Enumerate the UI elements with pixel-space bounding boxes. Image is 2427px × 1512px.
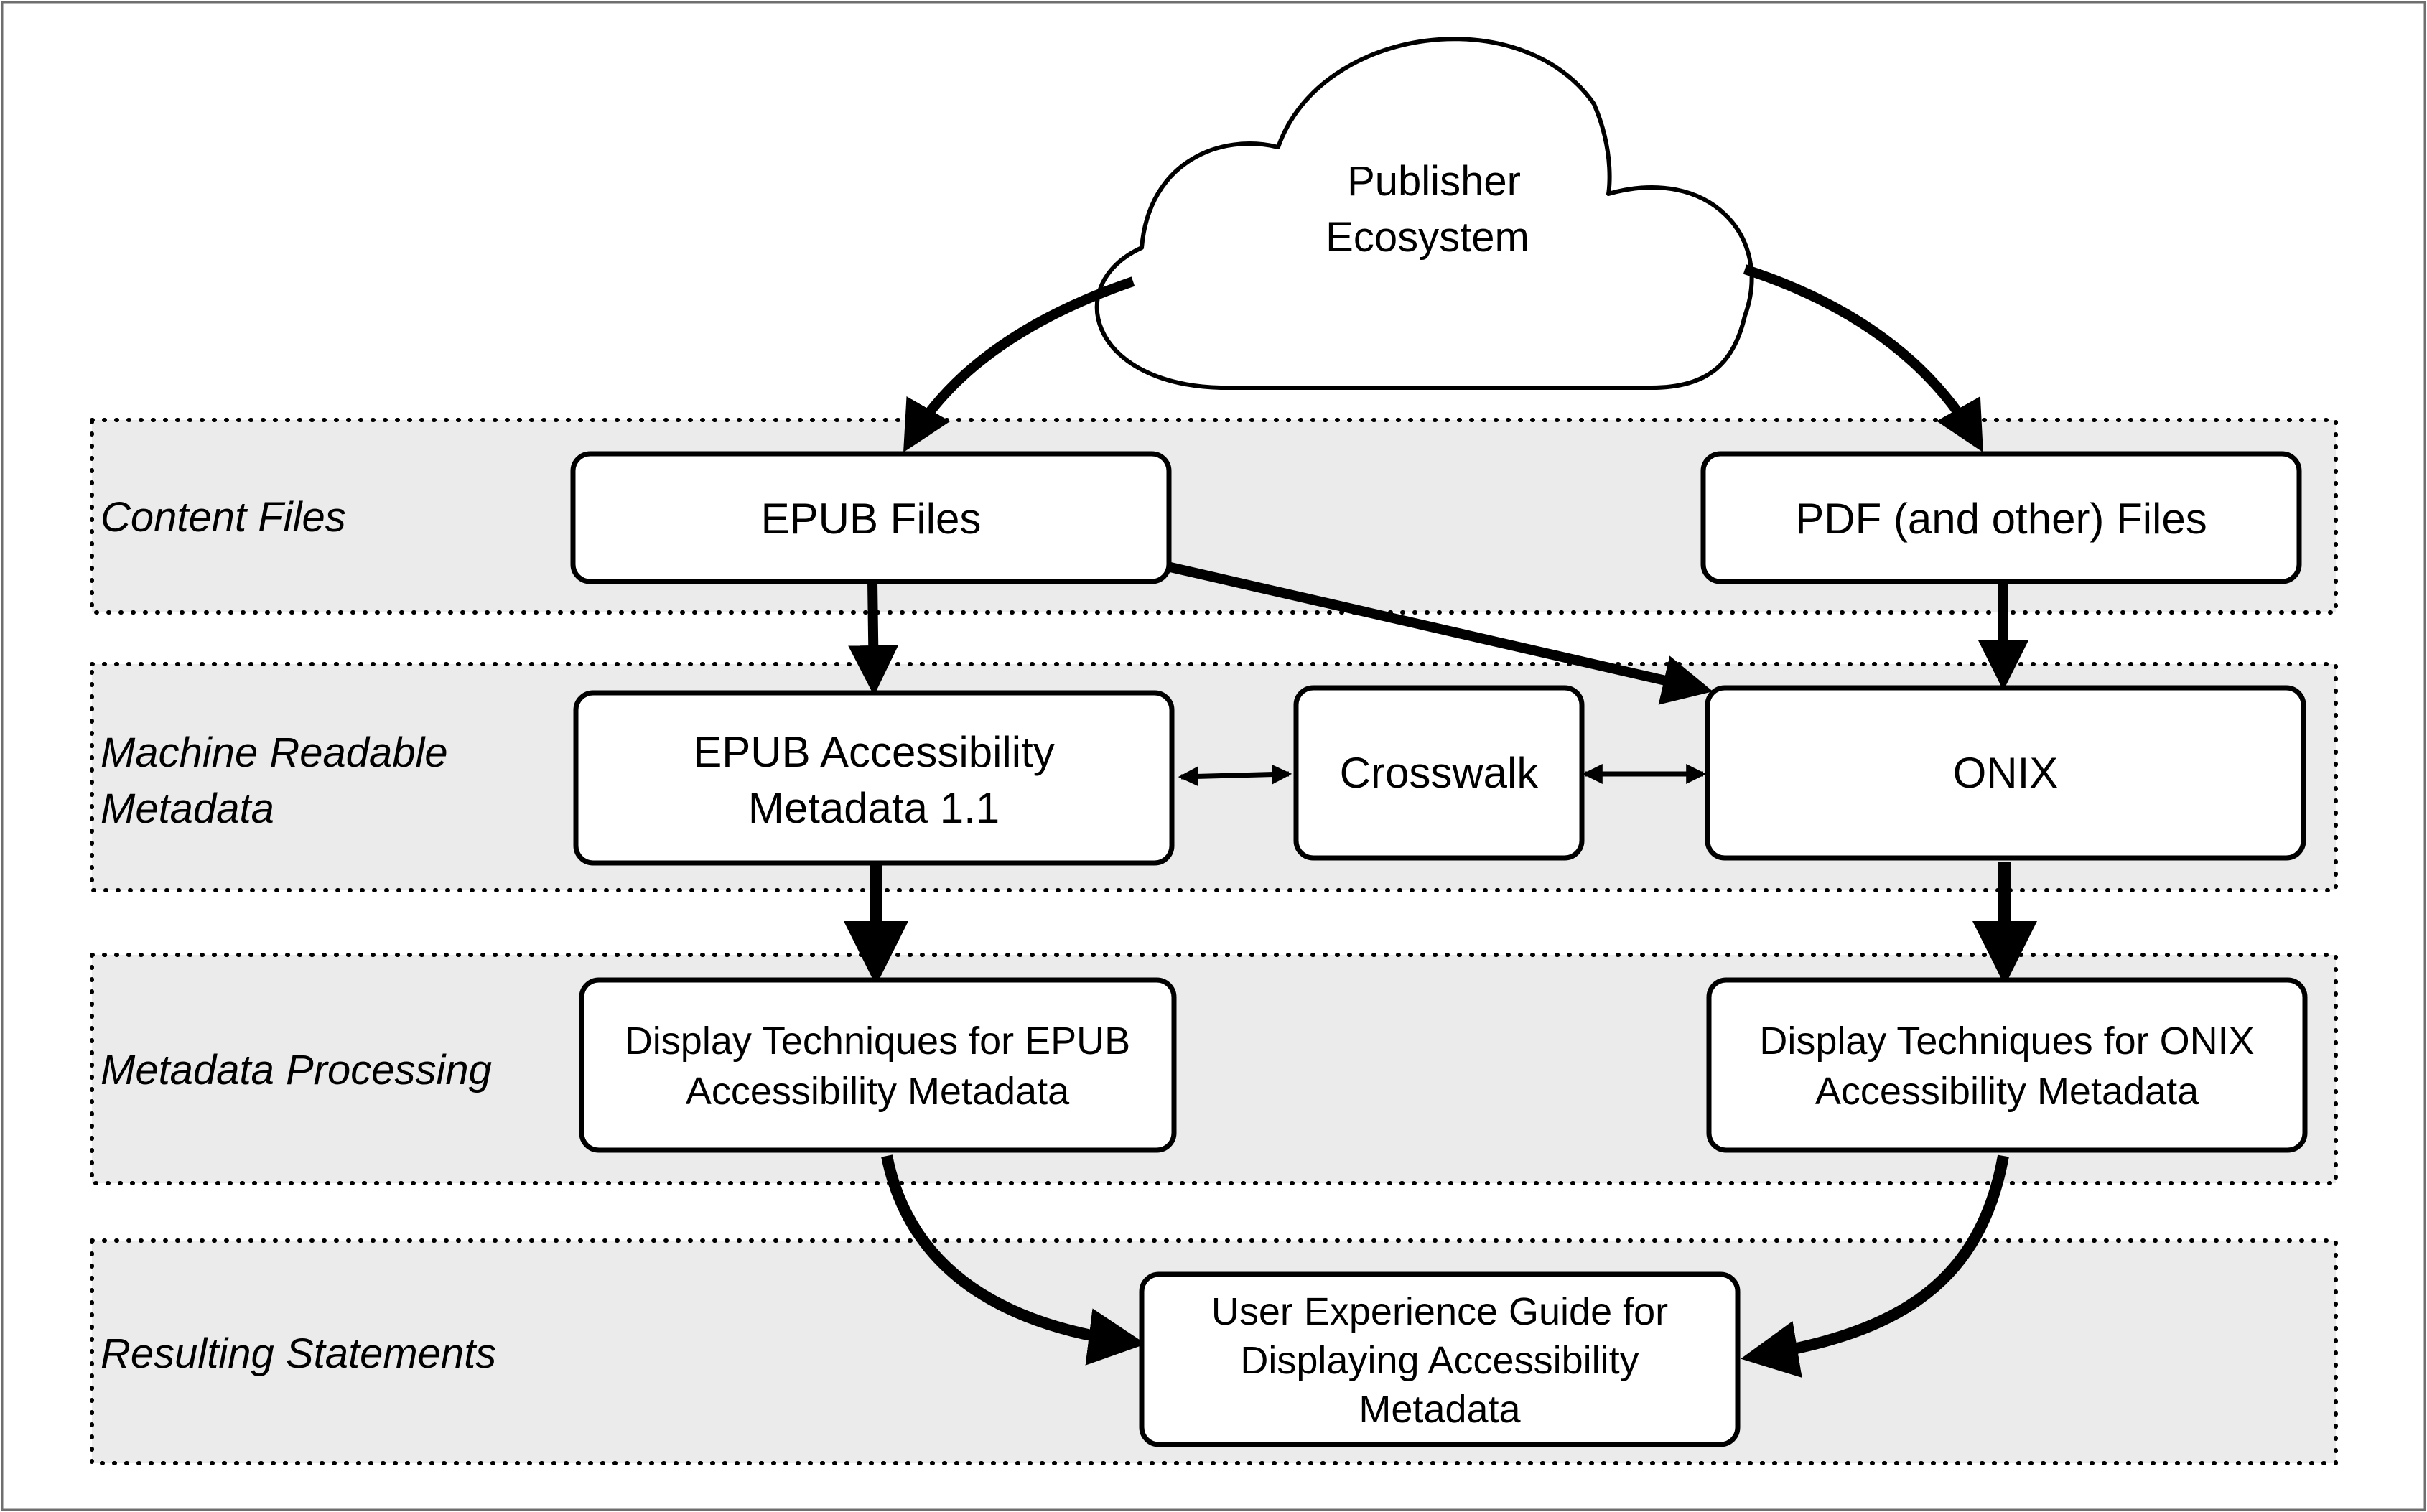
- box-epub-files: [570, 451, 1172, 584]
- arrow-cloud-to-epub: [903, 276, 1135, 453]
- arrow-epub-a11y-crosswalk: [1178, 764, 1292, 787]
- box-display-epub: [579, 977, 1177, 1153]
- band-label-metadata-processing: Metadata Processing: [101, 1047, 492, 1093]
- box-onix: [1705, 685, 2306, 861]
- cloud-label-line1: Publisher: [1347, 158, 1521, 205]
- box-ux-guide: [1139, 1271, 1741, 1447]
- band-label-machine-readable-line2: Metadata: [101, 785, 274, 832]
- label-display-onix-line1: Display Techniques for ONIX: [1759, 1019, 2254, 1063]
- arrow-cloud-to-pdf: [1743, 264, 1983, 453]
- label-pdf-files: PDF (and other) Files: [1795, 495, 2207, 543]
- band-label-resulting-statements: Resulting Statements: [101, 1330, 496, 1377]
- box-pdf-files: [1700, 451, 2302, 584]
- label-onix: ONIX: [1953, 749, 2059, 797]
- box-display-onix: [1706, 977, 2308, 1153]
- arrow-epub-to-epub-a11y: [848, 581, 899, 696]
- label-ux-guide-line3: Metadata: [1359, 1388, 1521, 1431]
- label-crosswalk: Crosswalk: [1340, 749, 1539, 797]
- label-ux-guide-line1: User Experience Guide for: [1211, 1290, 1668, 1333]
- label-ux-guide-line2: Displaying Accessibility: [1240, 1339, 1639, 1382]
- label-display-epub-line2: Accessibility Metadata: [686, 1070, 1070, 1113]
- arrow-epub-to-onix: [1169, 562, 1713, 705]
- band-label-machine-readable-line1: Machine Readable: [101, 729, 448, 776]
- arrow-display-onix-to-ux: [1741, 1154, 2009, 1378]
- label-epub-a11y-line2: Metadata 1.1: [748, 784, 1000, 832]
- box-crosswalk: [1293, 685, 1585, 861]
- band-label-content-files: Content Files: [101, 494, 346, 541]
- cloud-label-line2: Ecosystem: [1326, 214, 1529, 261]
- arrow-display-epub-to-ux: [881, 1154, 1146, 1366]
- box-epub-a11y-metadata: [573, 690, 1175, 866]
- label-display-epub-line1: Display Techniques for EPUB: [625, 1019, 1130, 1063]
- label-epub-files: EPUB Files: [761, 495, 982, 543]
- cloud-shape: [1094, 37, 1754, 390]
- label-epub-a11y-line1: EPUB Accessibility: [693, 728, 1055, 776]
- label-display-onix-line2: Accessibility Metadata: [1815, 1070, 2199, 1113]
